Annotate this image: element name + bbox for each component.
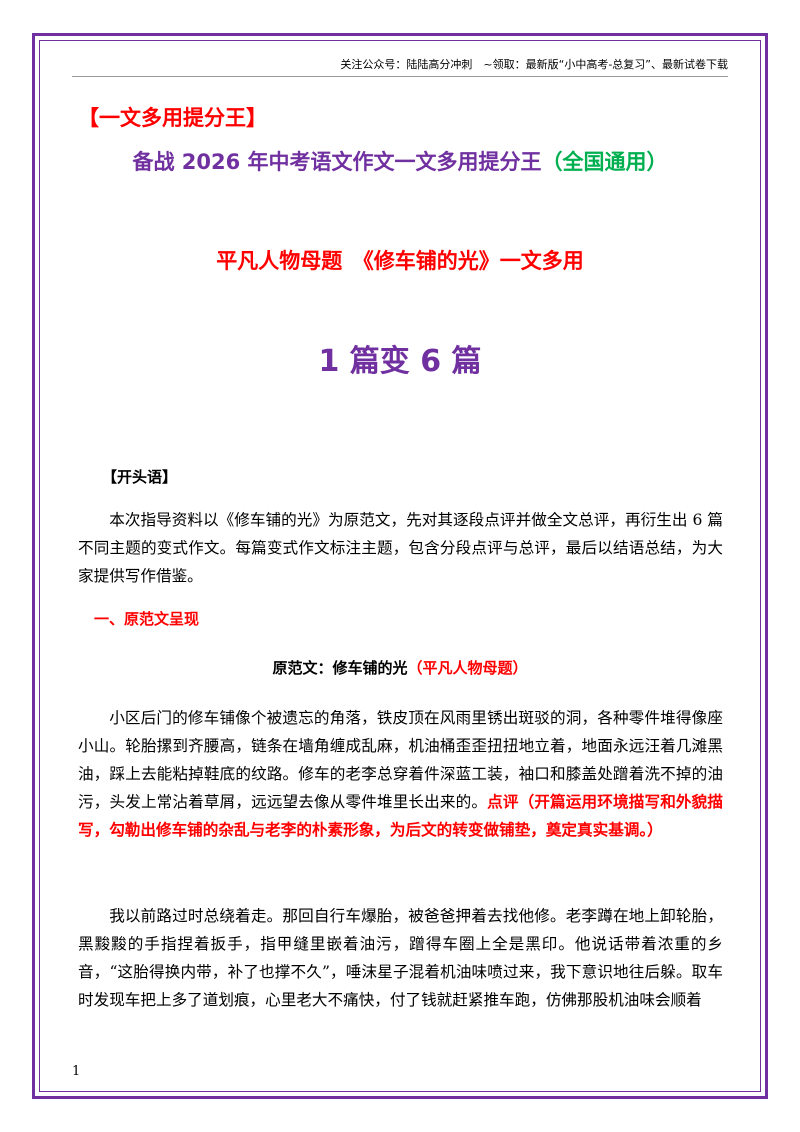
- page-number: 1: [72, 1064, 81, 1079]
- opening-paragraph: 本次指导资料以《修车铺的光》为原范文，先对其逐段点评并做全文总评，再衍生出 6 …: [78, 511, 723, 585]
- header-divider: [72, 76, 728, 77]
- title-suffix: （全国通用）: [541, 150, 668, 174]
- essay-title-text: 原范文：修车铺的光: [272, 659, 408, 677]
- page-border-inner: [39, 40, 761, 1092]
- essay-title-tag: （平凡人物母题）: [407, 659, 528, 677]
- document-title: 备战 2026 年中考语文作文一文多用提分王（全国通用）: [0, 146, 800, 176]
- essay-paragraph-2: 我以前路过时总绕着走。那回自行车爆胎，被爸爸押着去找他修。老李蹲在地上卸轮胎，黑…: [78, 907, 723, 1009]
- big-title: 1 篇变 6 篇: [318, 344, 482, 379]
- brand-title: 【一文多用提分王】: [78, 106, 267, 130]
- essay-paragraph-1-comment: 点评（开篇运用环境描写和外貌描写，勾勒出修车铺的杂乱与老李的朴素形象，为后文的转…: [78, 793, 723, 839]
- page-border-outer: [32, 33, 768, 1099]
- title-main: 备战 2026 年中考语文作文一文多用提分王: [132, 150, 542, 174]
- document-subtitle: 平凡人物母题 《修车铺的光》一文多用: [216, 249, 584, 273]
- essay-paragraph-1-text: 小区后门的修车铺像个被遗忘的角落，铁皮顶在风雨里锈出斑驳的洞，各种零件堆得像座小…: [78, 709, 723, 811]
- section-heading: 一、原范文呈现: [94, 610, 200, 628]
- essay-paragraph-1: 小区后门的修车铺像个被遗忘的角落，铁皮顶在风雨里锈出斑驳的洞，各种零件堆得像座小…: [78, 704, 723, 844]
- header-note: 关注公众号：陆陆高分冲刺 ~领取：最新版“小中高考-总复习”、最新试卷下载: [340, 58, 728, 71]
- opening-label: 【开头语】: [102, 468, 178, 486]
- essay-title: 原范文：修车铺的光（平凡人物母题）: [0, 657, 800, 678]
